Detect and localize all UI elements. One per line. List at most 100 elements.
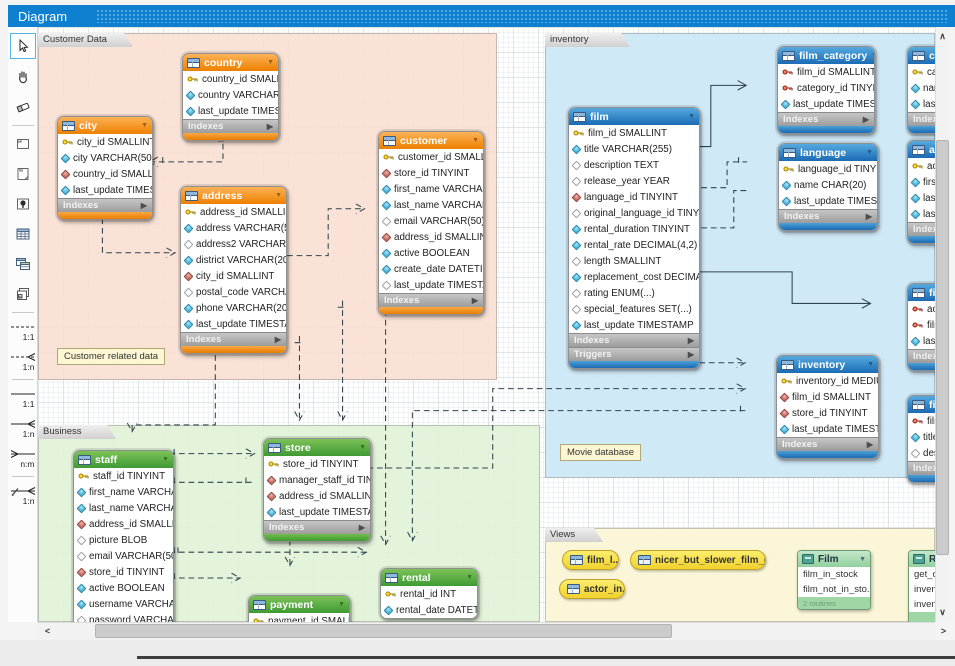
column-row[interactable]: create_date DATETIME <box>379 261 483 277</box>
text-label[interactable]: Customer related data <box>57 348 165 365</box>
column-row[interactable]: address2 VARCHAR(50) <box>181 236 286 252</box>
panel-divider[interactable] <box>137 656 955 659</box>
column-row[interactable]: film_id SMALLINT <box>908 317 935 333</box>
routine-row[interactable]: invent <box>909 597 935 612</box>
relationship-tool-1-n-solid-existing[interactable]: 1:n <box>9 482 37 508</box>
column-row[interactable]: active BOOLEAN <box>379 245 483 261</box>
hand-tool[interactable] <box>11 65 35 89</box>
scroll-down-arrow[interactable]: ∨ <box>939 607 946 617</box>
table-header[interactable]: country▼ <box>183 54 278 71</box>
table-header[interactable]: staff▼ <box>74 451 173 468</box>
column-row[interactable]: title VARCHAR(255) <box>908 429 935 445</box>
relationship-line[interactable] <box>672 267 872 309</box>
collapse-icon[interactable]: ▼ <box>867 361 874 368</box>
column-row[interactable]: staff_id TINYINT <box>74 468 173 484</box>
column-row[interactable]: last_name VARCHAR(45) <box>379 197 483 213</box>
collapse-icon[interactable]: ▼ <box>472 137 479 144</box>
expand-icon[interactable]: ▶ <box>687 336 694 345</box>
table-section-indexes[interactable]: Indexes▶ <box>779 209 877 223</box>
relationship-line[interactable] <box>407 405 746 542</box>
column-row[interactable]: payment_id SMALLINT <box>249 613 349 622</box>
text-label[interactable]: Movie database <box>560 444 642 461</box>
view-pill[interactable]: film_l... <box>562 550 619 570</box>
column-row[interactable]: country_id SMALLINT <box>58 166 152 182</box>
column-row[interactable]: address VARCHAR(50) <box>181 220 286 236</box>
table-header[interactable]: category▼ <box>908 47 935 64</box>
relationship-tool-1-1-dashed[interactable]: 1:1 <box>10 326 35 342</box>
column-row[interactable]: last_update TIMESTAMP <box>908 333 935 349</box>
column-row[interactable]: email VARCHAR(50) <box>379 213 483 229</box>
column-row[interactable]: language_id TINYINT <box>779 161 877 177</box>
column-row[interactable]: last_update TIMESTAMP <box>181 316 286 332</box>
table-header[interactable]: film_actor▼ <box>908 284 935 301</box>
column-row[interactable]: name VARCHAR(25) <box>908 80 935 96</box>
column-row[interactable]: district VARCHAR(20) <box>181 252 286 268</box>
relationship-line[interactable] <box>672 80 748 152</box>
column-row[interactable]: last_update TIMESTAMP <box>379 277 483 293</box>
routine-row[interactable]: film_not_in_sto... <box>798 582 870 597</box>
table-inventory[interactable]: inventory▼inventory_id MEDIUMI...film_id… <box>776 355 879 459</box>
routine-row[interactable]: get_cu <box>909 567 935 582</box>
column-row[interactable]: category_id TINYINT <box>908 64 935 80</box>
table-address[interactable]: address▼address_id SMALLINTaddress VARCH… <box>180 186 287 354</box>
pointer-tool[interactable] <box>9 33 36 59</box>
collapse-icon[interactable]: ▼ <box>466 574 473 581</box>
collapse-icon[interactable]: ▼ <box>359 444 366 451</box>
routine-group-header[interactable]: Film▼ <box>798 551 870 567</box>
column-row[interactable]: store_id TINYINT <box>74 564 173 580</box>
table-section-indexes[interactable]: Indexes▶ <box>569 333 699 347</box>
table-category[interactable]: category▼category_id TINYINTname VARCHAR… <box>907 46 935 134</box>
column-row[interactable]: special_features SET(...) <box>569 301 699 317</box>
column-row[interactable]: active BOOLEAN <box>74 580 173 596</box>
table-header[interactable]: rental▼ <box>381 569 477 586</box>
table-film_actor[interactable]: film_actor▼actor_id SMALLINTfilm_id SMAL… <box>907 283 935 371</box>
table-tool[interactable] <box>11 222 35 246</box>
expand-icon[interactable]: ▶ <box>266 122 273 131</box>
relationship-line[interactable] <box>169 572 242 584</box>
routine-group-tool[interactable]: pg <box>11 282 35 306</box>
column-row[interactable]: rental_duration TINYINT <box>569 221 699 237</box>
column-row[interactable]: address_id SMALLINT <box>181 204 286 220</box>
table-section-indexes[interactable]: Indexes▶ <box>778 112 874 126</box>
relationship-line[interactable] <box>380 300 391 546</box>
column-row[interactable]: actor_id SMALLINT <box>908 301 935 317</box>
column-row[interactable]: film_id SMALLINT <box>778 64 874 80</box>
routine-row[interactable]: film_in_stock <box>798 567 870 582</box>
expand-icon[interactable]: ▶ <box>471 296 478 305</box>
expand-icon[interactable]: ▶ <box>358 523 365 532</box>
routine-group-header[interactable]: R▼ <box>909 551 935 567</box>
relationship-tool-1-1-solid[interactable]: 1:1 <box>10 393 35 409</box>
table-section-indexes[interactable]: Indexes▶ <box>183 119 278 133</box>
column-row[interactable]: rental_date DATETIME <box>381 602 477 618</box>
relationship-line[interactable] <box>169 546 368 558</box>
table-section-triggers[interactable]: Triggers▶ <box>569 347 699 361</box>
column-row[interactable]: address_id SMALLINT <box>379 229 483 245</box>
collapse-icon[interactable]: ▼ <box>866 149 873 156</box>
column-row[interactable]: last_update TIMESTAMP <box>777 421 878 437</box>
column-row[interactable]: picture BLOB <box>74 532 173 548</box>
column-row[interactable]: first_name VARCHAR(4... <box>74 484 173 500</box>
layer-tab[interactable]: Customer Data <box>38 33 133 47</box>
vertical-scroll-thumb[interactable] <box>936 140 949 555</box>
table-country[interactable]: country▼country_id SMALLINTcountry VARCH… <box>182 53 279 141</box>
column-row[interactable]: last_update TIMESTAMP <box>569 317 699 333</box>
column-row[interactable]: last_update TIMESTA... <box>908 96 935 112</box>
column-row[interactable]: address_id SMALLINT <box>264 488 370 504</box>
table-header[interactable]: language▼ <box>779 144 877 161</box>
table-section-indexes[interactable]: Indexes▶ <box>777 437 878 451</box>
column-row[interactable]: film_id SMALLINT <box>569 125 699 141</box>
column-row[interactable]: address_id SMALLINT <box>74 516 173 532</box>
expand-icon[interactable]: ▶ <box>865 212 872 221</box>
table-section-indexes[interactable]: Indexes▶ <box>264 520 370 534</box>
column-row[interactable]: password VARCHAR(40) <box>74 612 173 622</box>
layer-tab[interactable]: Business <box>38 425 116 439</box>
relationship-tool-1-n-dashed[interactable]: 1:n <box>9 348 37 374</box>
scroll-up-arrow[interactable]: ∧ <box>939 31 946 41</box>
table-payment[interactable]: payment▼payment_id SMALLINT <box>248 595 350 622</box>
layer-tab[interactable]: inventory <box>545 33 630 47</box>
table-header[interactable]: actor▼ <box>908 141 935 158</box>
